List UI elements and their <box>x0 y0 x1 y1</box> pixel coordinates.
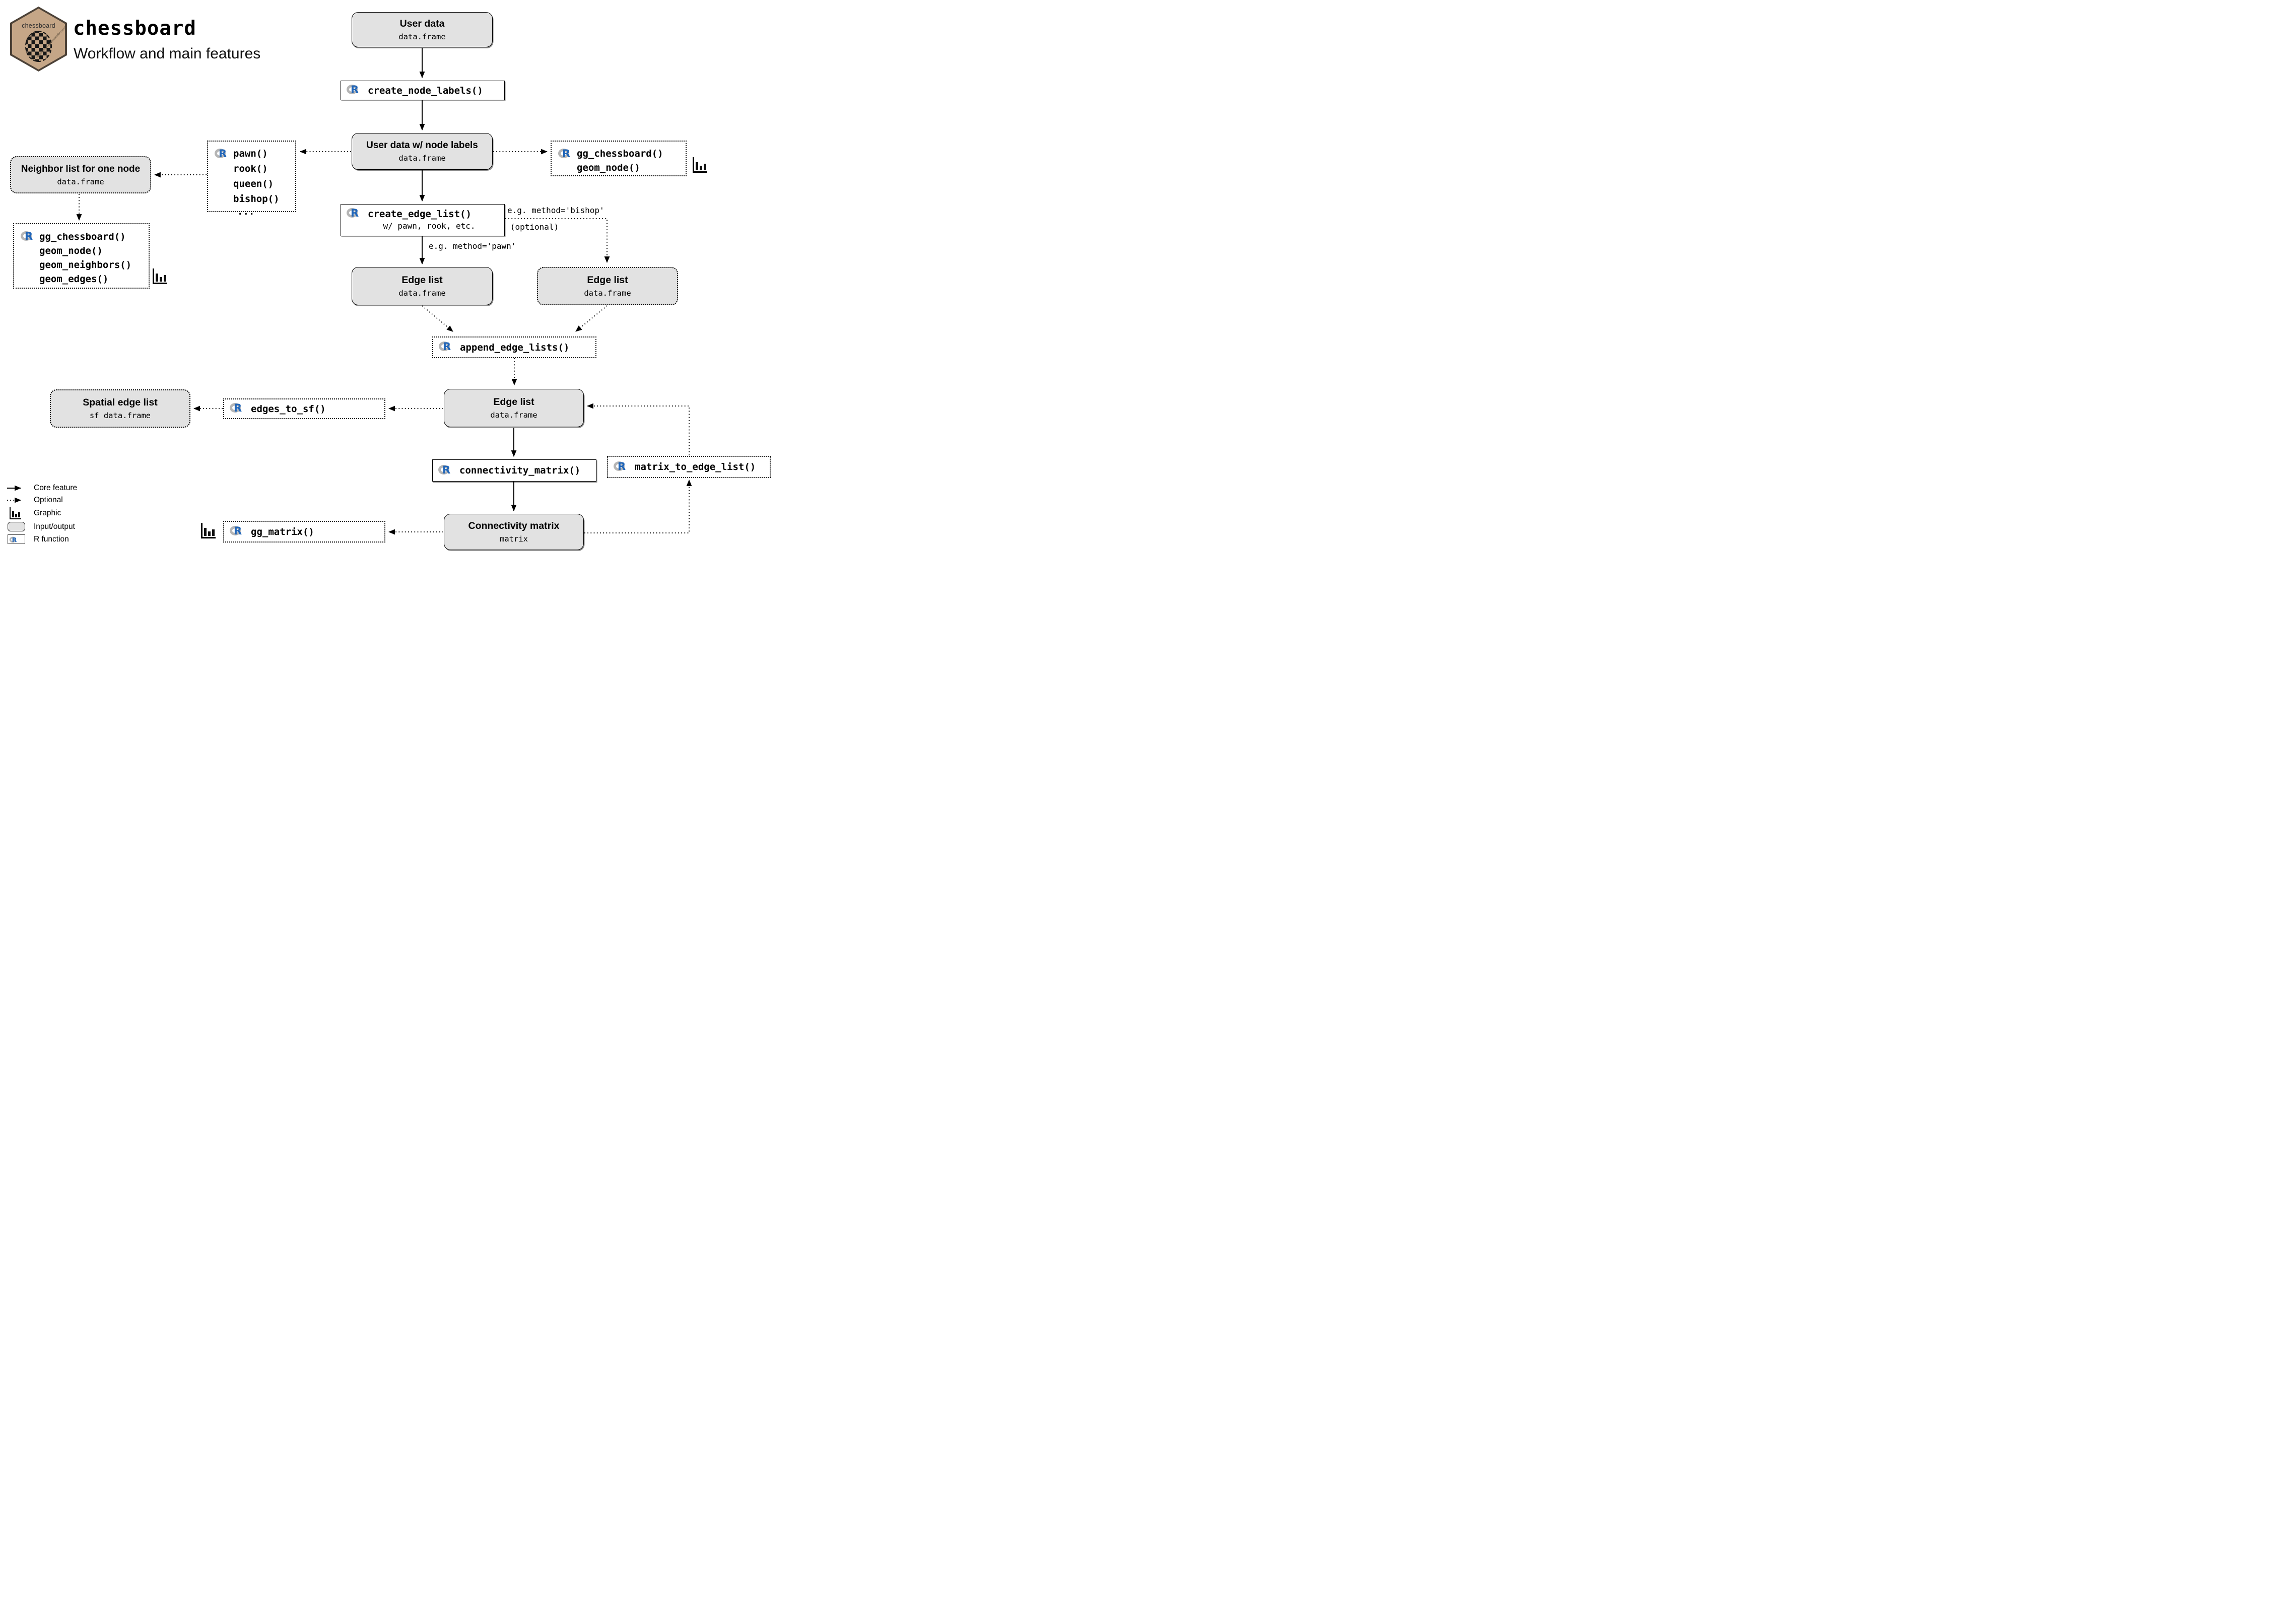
page-title: chessboard <box>73 17 196 40</box>
fn-connectivity-matrix: R connectivity_matrix() <box>432 459 596 482</box>
r-logo-icon: R <box>438 464 454 478</box>
r-logo-icon: R <box>347 84 362 97</box>
graphic-output-icon <box>153 268 167 284</box>
r-logo-icon: R <box>439 341 454 354</box>
node-user-data: User data data.frame <box>352 12 493 47</box>
r-logo-icon: R <box>347 207 362 221</box>
r-logo-icon: R <box>9 536 19 544</box>
edge-label-optional: (optional) <box>510 222 559 232</box>
fn-gg-chessboard-full: R gg_chessboard() geom_node() geom_neigh… <box>13 223 150 289</box>
workflow-diagram: chessboard https://github.com/frbcesab/c… <box>0 0 779 553</box>
legend-item-optional: Optional <box>7 496 63 505</box>
r-logo-icon: R <box>558 148 574 161</box>
fn-gg-chessboard-node: R gg_chessboard() geom_node() <box>551 141 687 176</box>
fn-create-edge-list: R create_edge_list() w/ pawn, rook, etc. <box>341 204 505 236</box>
r-logo-icon: R <box>230 525 245 538</box>
graphic-output-icon <box>201 523 216 538</box>
r-logo-icon: R <box>614 460 629 474</box>
logo-package-name: chessboard <box>22 22 55 29</box>
edge-label-method-bishop: e.g. method='bishop' <box>507 206 604 215</box>
node-edge-list-optional: Edge list data.frame <box>537 267 678 305</box>
bar-chart-icon <box>7 506 27 520</box>
input-output-swatch-icon <box>7 522 27 531</box>
node-neighbor-list: Neighbor list for one node data.frame <box>10 156 151 193</box>
fn-matrix-to-edge-list: R matrix_to_edge_list() <box>607 456 771 478</box>
r-logo-icon: R <box>215 148 230 161</box>
dotted-arrow-icon <box>7 497 27 504</box>
fn-append-edge-lists: R append_edge_lists() <box>432 336 596 358</box>
package-logo: chessboard https://github.com/frbcesab/c… <box>10 7 67 72</box>
legend-item-core-feature: Core feature <box>7 484 77 493</box>
fn-moves-list: R pawn() rook() queen() bishop() ... <box>207 141 296 217</box>
r-logo-icon: R <box>230 402 245 416</box>
legend-item-r-function: R R function <box>7 534 69 544</box>
node-connectivity-matrix: Connectivity matrix matrix <box>444 514 584 550</box>
logo-chessboard-ellipse <box>25 31 52 62</box>
node-edge-list-core: Edge list data.frame <box>352 267 493 305</box>
graphic-output-icon <box>693 157 707 173</box>
legend-item-input-output: Input/output <box>7 522 75 531</box>
r-function-swatch-icon: R <box>7 534 27 544</box>
edge-label-method-pawn: e.g. method='pawn' <box>429 241 516 251</box>
legend-item-graphic: Graphic <box>7 506 61 520</box>
node-spatial-edge-list: Spatial edge list sf data.frame <box>50 389 190 428</box>
package-logo-hexagon: chessboard https://github.com/frbcesab/c… <box>12 9 65 70</box>
r-logo-icon: R <box>21 230 36 244</box>
solid-arrow-icon <box>7 485 27 492</box>
fn-edges-to-sf: R edges_to_sf() <box>223 398 385 419</box>
fn-create-node-labels: R create_node_labels() <box>341 81 505 100</box>
page-subtitle: Workflow and main features <box>74 45 261 62</box>
node-edge-list-main: Edge list data.frame <box>444 389 584 427</box>
fn-gg-matrix: R gg_matrix() <box>223 521 385 543</box>
node-user-data-with-labels: User data w/ node labels data.frame <box>352 133 493 170</box>
